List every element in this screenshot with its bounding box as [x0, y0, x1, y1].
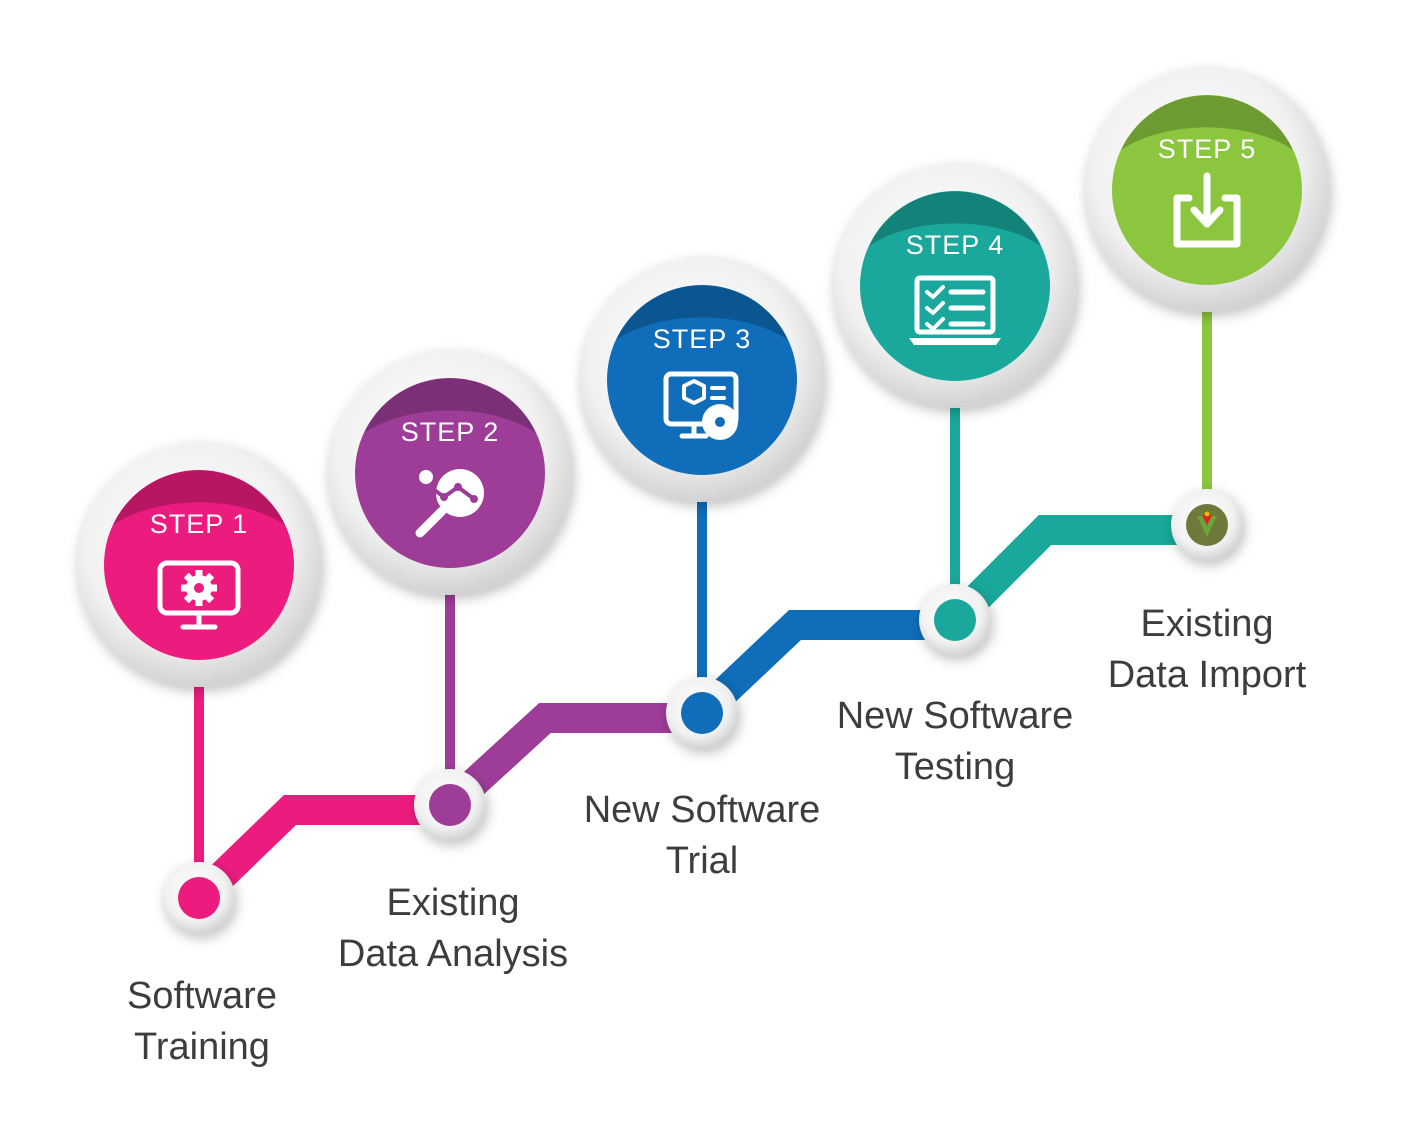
step-3-title: STEP 3 — [653, 324, 752, 354]
step-3-caption-line-1: New Software — [583, 789, 821, 831]
step-5-caption-line-1: Existing — [1140, 603, 1274, 645]
step-4-badge: STEP 4 — [833, 164, 1077, 408]
step-4-caption-line-2: Testing — [894, 746, 1016, 788]
node-2 — [414, 769, 486, 841]
monitor-gear-icon — [157, 560, 241, 630]
connector-line-1 — [188, 795, 450, 909]
company-logo — [1197, 511, 1217, 537]
step-5-badge: STEP 5 — [1085, 68, 1329, 312]
node-3 — [666, 677, 738, 749]
node-5 — [1171, 489, 1243, 561]
step-1-caption-line-1: Software — [127, 975, 277, 1017]
download-tray-icon — [1173, 172, 1241, 248]
step-2-title: STEP 2 — [401, 417, 500, 447]
step-2-badge: STEP 2 — [328, 351, 572, 595]
connector-line-4 — [944, 515, 1207, 631]
step-1-title: STEP 1 — [150, 509, 249, 539]
connector-line-2 — [439, 703, 702, 817]
step-4-caption-line-1: New Software — [836, 695, 1074, 737]
step-3-caption-line-2: Trial — [665, 840, 739, 882]
connector-lines — [188, 290, 1212, 909]
step-2-caption-line-2: Data Analysis — [337, 933, 569, 975]
step-3-badge: STEP 3 — [580, 258, 824, 502]
step-4-title: STEP 4 — [906, 230, 1005, 260]
software-disc-icon — [663, 371, 739, 440]
node-4 — [919, 584, 991, 656]
connector-nodes — [163, 489, 1243, 934]
checklist-laptop-icon — [909, 275, 1001, 345]
step-5-title: STEP 5 — [1158, 134, 1257, 164]
step-circles: STEP 1 STEP 2 STEP 3 STEP 4 STEP 5 — [77, 68, 1329, 687]
step-1-badge: STEP 1 — [77, 443, 321, 687]
connector-line-3 — [691, 610, 955, 724]
step-1-caption-line-2: Training — [134, 1026, 270, 1068]
step-5-caption-line-2: Data Import — [1107, 654, 1307, 696]
step-2-caption-line-1: Existing — [386, 882, 520, 924]
analysis-magnifier-icon — [415, 469, 484, 538]
node-1 — [163, 862, 235, 934]
